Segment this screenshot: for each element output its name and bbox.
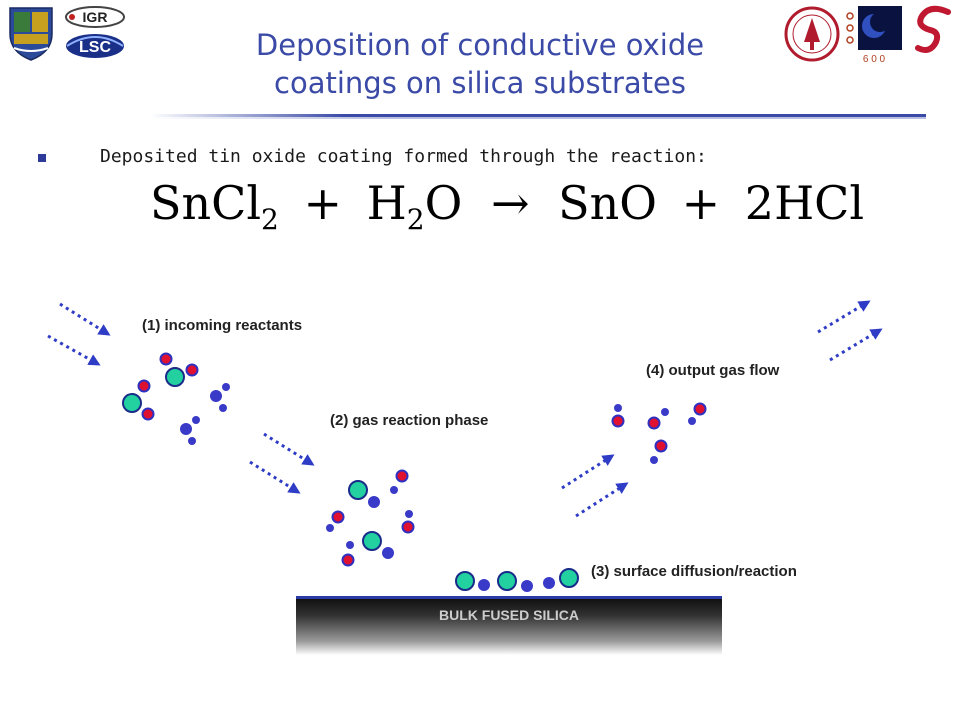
small-particle — [346, 541, 354, 549]
small-particle — [521, 580, 533, 592]
large-particle — [559, 568, 579, 588]
eq-reactant1: SnCl2 — [150, 176, 279, 236]
eq-plus-1: + — [303, 176, 343, 230]
eq-product1: SnO — [558, 176, 657, 230]
small-particle — [368, 496, 380, 508]
red-particle — [137, 379, 151, 393]
title-divider-shadow — [150, 117, 926, 119]
small-particle — [405, 510, 413, 518]
title-line-2: coatings on silica substrates — [274, 66, 686, 100]
small-particle — [543, 577, 555, 589]
red-particle — [141, 407, 155, 421]
red-particle — [185, 363, 199, 377]
small-particle — [192, 416, 200, 424]
flow-arrow-2 — [47, 334, 101, 366]
large-particle — [348, 480, 368, 500]
substrate-label: BULK FUSED SILICA — [439, 607, 579, 623]
flow-arrow-3 — [263, 432, 315, 466]
observatory-logo-text: 6 0 0 — [863, 54, 886, 64]
flow-arrow-4 — [249, 460, 301, 494]
flow-arrow-7 — [817, 300, 871, 334]
flow-arrow-1 — [59, 302, 111, 336]
bullet-text: Deposited tin oxide coating formed throu… — [100, 146, 707, 167]
label-gas-reaction-phase: (2) gas reaction phase — [330, 412, 489, 429]
eq-product2: 2HCl — [744, 176, 865, 230]
small-particle — [326, 524, 334, 532]
small-particle — [478, 579, 490, 591]
flow-arrow-8 — [829, 328, 883, 362]
bullet-marker — [38, 154, 46, 162]
flow-arrow-5 — [561, 454, 615, 490]
large-particle — [497, 571, 517, 591]
red-particle — [401, 520, 415, 534]
small-particle — [614, 404, 622, 412]
stanford-seal-logo — [784, 6, 840, 62]
igr-logo: IGR — [64, 4, 126, 30]
red-particle — [647, 416, 661, 430]
label-incoming-reactants: (1) incoming reactants — [142, 317, 303, 334]
small-particle — [382, 547, 394, 559]
small-particle — [650, 456, 658, 464]
red-particle — [341, 553, 355, 567]
lsc-logo: LSC — [64, 32, 126, 60]
small-particle — [219, 404, 227, 412]
small-particle — [222, 383, 230, 391]
large-particle — [122, 393, 142, 413]
lsc-logo-text: LSC — [79, 39, 111, 56]
red-particle — [611, 414, 625, 428]
small-particle — [210, 390, 222, 402]
reaction-equation: SnCl2 + H2O → SnO + 2HCl — [150, 176, 864, 236]
eq-plus-2: + — [681, 176, 721, 230]
large-particle — [362, 531, 382, 551]
small-particle — [180, 423, 192, 435]
university-crest-logo — [6, 4, 56, 62]
eq-reactant2: H2O — [366, 176, 463, 236]
title-line-1: Deposition of conductive oxide — [255, 28, 705, 62]
small-particle — [188, 437, 196, 445]
red-particle — [159, 352, 173, 366]
red-particle — [654, 439, 668, 453]
large-particle — [165, 367, 185, 387]
label-surface-diffusion: (3) surface diffusion/reaction — [591, 563, 797, 580]
small-particle — [661, 408, 669, 416]
substrate-block: BULK FUSED SILICA — [296, 596, 722, 655]
igr-logo-text: IGR — [83, 9, 108, 25]
small-particle — [688, 417, 696, 425]
title-divider — [150, 114, 926, 117]
flow-arrow-6 — [575, 482, 629, 518]
page-title: Deposition of conductive oxide coatings … — [140, 26, 820, 102]
red-particle — [331, 510, 345, 524]
eq-arrow: → — [490, 176, 530, 230]
red-particle — [395, 469, 409, 483]
small-particle — [390, 486, 398, 494]
large-particle — [455, 571, 475, 591]
observatory-logo: 6 0 0 — [844, 4, 906, 65]
red-particle — [693, 402, 707, 416]
g-swirl-logo — [910, 4, 956, 60]
label-output-gas-flow: (4) output gas flow — [646, 362, 780, 379]
